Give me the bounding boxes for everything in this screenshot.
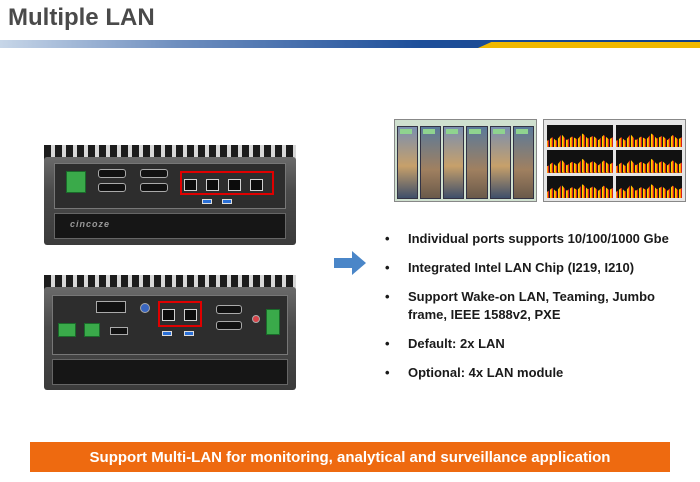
com-port (140, 169, 168, 178)
dio-terminal (66, 171, 86, 193)
feature-text: Support Wake-on LAN, Teaming, Jumbo fram… (408, 289, 655, 322)
dvi-port (96, 301, 126, 313)
front-device-image: cincoze (44, 145, 296, 245)
camera-feed-tile (489, 126, 511, 199)
camera-feed-tile (420, 126, 442, 199)
lan-highlight-box (180, 171, 274, 195)
power-terminal (58, 323, 76, 337)
bullet-marker: • (385, 289, 390, 304)
feature-item: • Optional: 4x LAN module (380, 364, 690, 382)
remote-terminal (84, 323, 100, 337)
ps2-port (140, 303, 150, 313)
slide-title: Multiple LAN (8, 4, 155, 31)
usb-port (222, 199, 232, 204)
feature-text: Default: 2x LAN (408, 336, 505, 351)
lan-port (250, 179, 263, 191)
lan-port (162, 309, 175, 321)
traffic-graph-tile (547, 125, 613, 148)
usb-port (202, 199, 212, 204)
dp-port (110, 327, 128, 335)
lan-port (228, 179, 241, 191)
feature-item: • Support Wake-on LAN, Teaming, Jumbo fr… (380, 288, 690, 324)
camera-feed-tile (443, 126, 465, 199)
audio-jack (252, 315, 260, 323)
device-chassis: cincoze (44, 157, 296, 245)
device-chassis (44, 287, 296, 390)
feature-item: • Default: 2x LAN (380, 335, 690, 353)
feature-item: • Individual ports supports 10/100/1000 … (380, 230, 690, 248)
bullet-marker: • (385, 365, 390, 380)
brand-logo: cincoze (70, 219, 111, 229)
lan-port (184, 179, 197, 191)
bullet-marker: • (385, 336, 390, 351)
usb-port (162, 331, 172, 336)
com-port (216, 321, 242, 330)
feature-list: • Individual ports supports 10/100/1000 … (380, 230, 690, 393)
traffic-graph-tile (616, 175, 682, 198)
io-panel (54, 163, 286, 209)
reset-terminal (266, 309, 280, 335)
traffic-graph-tile (616, 125, 682, 148)
feature-item: • Integrated Intel LAN Chip (I219, I210) (380, 259, 690, 277)
header-accent-bar (478, 42, 700, 48)
rear-device-image (44, 275, 296, 390)
video-monitoring-screenshot (394, 119, 537, 202)
com-port (140, 183, 168, 192)
traffic-graph-tile (547, 175, 613, 198)
bullet-marker: • (385, 260, 390, 275)
lan-highlight-box (158, 301, 202, 327)
com-port (98, 169, 126, 178)
right-arrow-icon (334, 251, 366, 275)
feature-text: Integrated Intel LAN Chip (I219, I210) (408, 260, 635, 275)
feature-text: Optional: 4x LAN module (408, 365, 564, 380)
camera-feed-tile (397, 126, 419, 199)
camera-feed-tile (466, 126, 488, 199)
com-port (98, 183, 126, 192)
lan-port (206, 179, 219, 191)
traffic-graph-tile (547, 150, 613, 173)
expansion-panel (54, 213, 286, 239)
camera-feed-tile (512, 126, 534, 199)
traffic-graph-tile (616, 150, 682, 173)
expansion-area (52, 359, 288, 385)
summary-banner: Support Multi-LAN for monitoring, analyt… (30, 442, 670, 472)
feature-text: Individual ports supports 10/100/1000 Gb… (408, 231, 669, 246)
usb-port (184, 331, 194, 336)
traffic-graph-screenshot (543, 119, 686, 202)
lan-port (184, 309, 197, 321)
com-port (216, 305, 242, 314)
bullet-marker: • (385, 231, 390, 246)
header-bar (0, 40, 700, 48)
